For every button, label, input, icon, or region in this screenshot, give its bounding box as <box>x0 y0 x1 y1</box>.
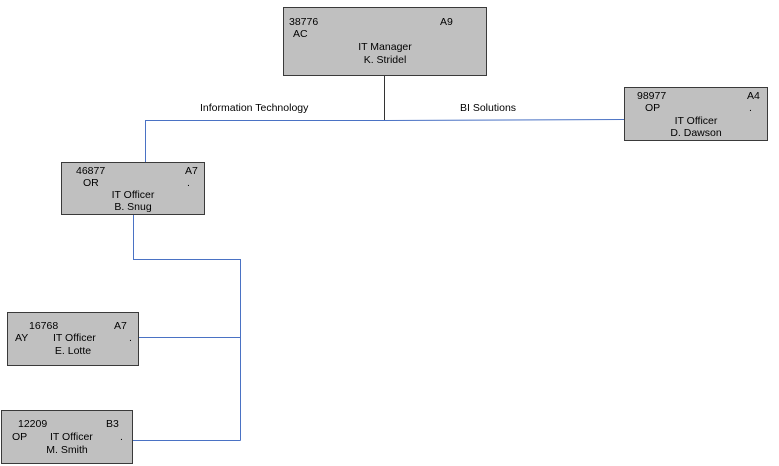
node-code: OR <box>83 177 99 189</box>
node-id: 38776 <box>289 16 319 28</box>
node-code: AC <box>293 28 308 40</box>
org-node-dawson[interactable]: 98977 A4 OP . IT Officer D. Dawson <box>624 87 768 141</box>
node-name: E. Lotte <box>54 345 92 357</box>
node-grade: A7 <box>185 165 198 177</box>
node-title: IT Manager <box>358 41 412 53</box>
connector-bi-solutions <box>384 119 625 121</box>
label-information-technology: Information Technology <box>200 102 309 114</box>
org-node-lotte[interactable]: 16768 A7 AY IT Officer . E. Lotte <box>7 312 139 366</box>
node-title: IT Officer <box>53 332 96 344</box>
node-title: IT Officer <box>50 431 93 443</box>
node-code: AY <box>15 332 29 344</box>
node-mark: . <box>120 431 123 443</box>
label-bi-solutions: BI Solutions <box>460 102 517 114</box>
node-grade: A7 <box>114 320 127 332</box>
node-mark: . <box>749 102 752 114</box>
node-title: IT Officer <box>674 115 718 127</box>
node-id: 12209 <box>18 418 48 430</box>
node-grade: B3 <box>106 418 119 430</box>
connector-information-technology <box>145 120 385 162</box>
node-id: 98977 <box>637 90 667 102</box>
node-name: D. Dawson <box>670 127 722 139</box>
node-code: OP <box>12 431 28 443</box>
node-name: M. Smith <box>46 444 88 456</box>
node-grade: A9 <box>440 16 453 28</box>
node-name: K. Stridel <box>363 54 407 66</box>
org-node-smith[interactable]: 12209 B3 OP IT Officer . M. Smith <box>1 410 133 464</box>
node-id: 46877 <box>76 165 106 177</box>
org-node-stridel[interactable]: 38776 A9 AC IT Manager K. Stridel <box>283 7 487 76</box>
node-name: B. Snug <box>114 201 152 213</box>
connector-snug-stem <box>133 215 241 441</box>
node-id: 16768 <box>29 320 59 332</box>
node-title: IT Officer <box>111 189 155 201</box>
org-node-snug[interactable]: 46877 A7 OR . IT Officer B. Snug <box>61 162 205 215</box>
node-mark: . <box>129 332 132 344</box>
node-mark: . <box>187 177 190 189</box>
node-code: OP <box>645 102 661 114</box>
node-grade: A4 <box>747 90 760 102</box>
